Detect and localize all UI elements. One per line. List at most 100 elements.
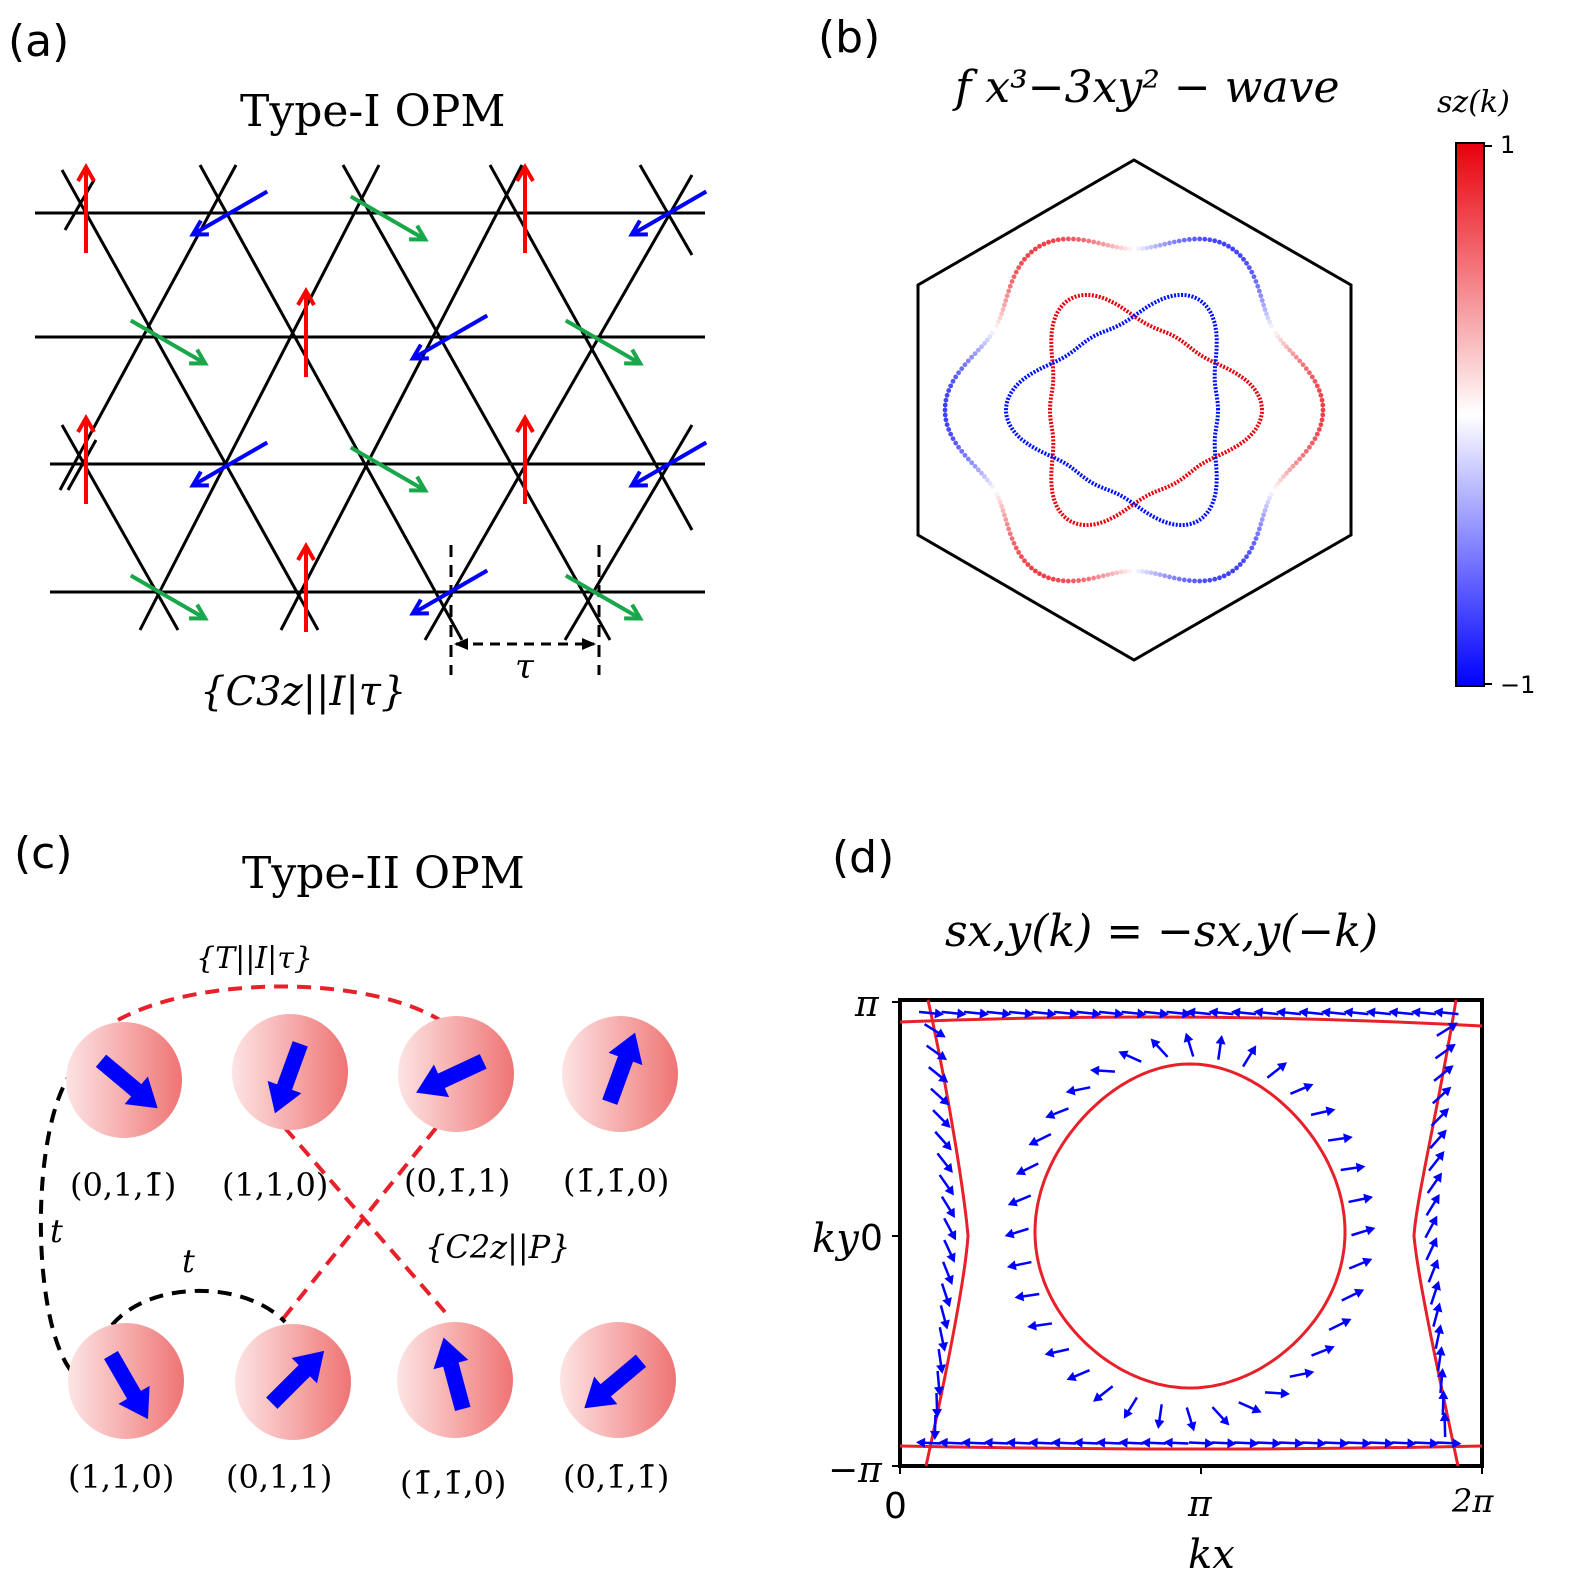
- coupling-lines: [38, 984, 447, 1374]
- spin-texture-arrow: [930, 1087, 950, 1106]
- spin-texture-arrow: [1411, 1007, 1437, 1018]
- spin-texture-arrow: [1327, 1133, 1353, 1144]
- spin-texture-arrow: [1429, 1129, 1447, 1150]
- spin-texture-arrow: [1015, 1162, 1039, 1176]
- spin-texture-arrow: [1264, 1388, 1290, 1399]
- c2z-p-symmetry-label: {C2z||P}: [425, 1228, 571, 1266]
- colorbar-min-label: −1: [1500, 671, 1535, 699]
- spin-green-arrow: [564, 573, 644, 621]
- spin-texture-arrow: [1006, 1260, 1032, 1271]
- spin-texture-arrow: [1027, 1320, 1053, 1331]
- spin-texture-arrow: [1348, 1257, 1373, 1270]
- spin-texture-arrow: [1044, 1347, 1070, 1358]
- tau-indicator: τ: [449, 545, 601, 687]
- site-label: (1,1,0): [222, 1166, 328, 1204]
- spin-texture-arrow: [1429, 1280, 1441, 1305]
- atoms-c: [66, 1014, 678, 1440]
- x-axis-label: kx: [1188, 1532, 1235, 1578]
- spin-up-arrow: [515, 162, 535, 253]
- spin-texture-arrow: [1066, 1369, 1091, 1382]
- panel-b-label: (b): [818, 12, 880, 63]
- spin-up-arrow: [76, 413, 96, 504]
- spin-up-arrow: [296, 541, 316, 632]
- x-tick-label: 0: [884, 1486, 907, 1527]
- spin-texture-arrow: [1298, 1007, 1324, 1018]
- spin-texture-arrow: [1121, 1008, 1147, 1019]
- spin-texture-arrow: [1231, 1007, 1257, 1018]
- hopping-t-left-label: t: [50, 1212, 63, 1250]
- spin-green-arrow: [349, 445, 429, 493]
- spin-texture-arrow: [983, 1437, 1009, 1448]
- colorbar-title: sz(k): [1437, 85, 1510, 120]
- c3z-symmetry-label: {C3z||I|τ}: [200, 669, 406, 715]
- x-tick-label: 2π: [1451, 1482, 1494, 1520]
- spin-texture-arrow: [1076, 1008, 1102, 1019]
- atom-bottom: [68, 1323, 184, 1439]
- spin-texture-arrow: [1123, 1396, 1139, 1419]
- site-label: (0,1̄,1): [404, 1162, 510, 1200]
- spin-texture-arrow: [963, 1008, 989, 1019]
- spin-texture-arrow: [934, 1130, 952, 1151]
- spin-texture-arrow: [1006, 1437, 1032, 1448]
- spin-texture-arrow: [941, 1261, 954, 1286]
- y-tick-label: 0: [860, 1218, 883, 1259]
- colorbar-gradient: [1455, 142, 1485, 687]
- spin-texture-arrow: [940, 1195, 955, 1218]
- spin-texture-arrow: [1008, 1008, 1034, 1019]
- spin-texture-arrow: [1426, 1172, 1443, 1194]
- spin-texture-arrow: [1436, 1438, 1462, 1449]
- spin-texture-arrow: [1424, 1215, 1438, 1239]
- hopping-t-bottom-label: t: [182, 1242, 195, 1280]
- spin-texture-arrow: [1433, 1007, 1459, 1018]
- spin-texture-arrow: [932, 1109, 951, 1128]
- spin-texture-arrow: [927, 1066, 949, 1083]
- spin-texture-arrow: [1096, 1437, 1122, 1448]
- spin-texture-arrow: [1434, 1324, 1444, 1350]
- top-row-labels: (0,1,1̄) (1,1,0) (0,1̄,1) (1̄,1̄,0): [70, 1162, 669, 1204]
- spin-texture-arrow: [934, 1370, 945, 1396]
- panel-a: (a) Type-I OPM: [8, 16, 708, 715]
- spin-texture-arrow: [1163, 1437, 1189, 1448]
- spin-texture-arrow: [1340, 1162, 1366, 1173]
- panel-c-label: (c): [14, 828, 73, 879]
- spin-texture-arrow: [1073, 1437, 1099, 1448]
- spin-texture-arrow: [1289, 1368, 1315, 1379]
- spin-texture-arrow: [1188, 1438, 1214, 1449]
- spin-texture-arrow: [1098, 1008, 1124, 1019]
- spin-texture-arrow: [1439, 1412, 1450, 1438]
- spin-blue-arrow: [628, 189, 708, 237]
- spin-texture-arrow: [1053, 1008, 1079, 1019]
- spin-texture-arrow: [941, 1008, 967, 1019]
- spin-texture-arrow: [1238, 1401, 1262, 1414]
- x-tick-label: π: [1187, 1484, 1213, 1525]
- panel-a-title: Type-I OPM: [240, 86, 505, 137]
- panel-b-title: f x³−3xy² − wave: [952, 62, 1340, 113]
- spin-texture-arrow: [1311, 1345, 1335, 1357]
- spin-texture-arrow: [916, 1437, 942, 1448]
- spin-texture-arrow: [1090, 1065, 1116, 1076]
- fermi-surfaces-b: [942, 236, 1326, 584]
- spin-texture-arrow: [1351, 1225, 1376, 1237]
- spin-texture-arrow: [1425, 1194, 1440, 1217]
- spin-green-arrow: [129, 318, 209, 366]
- spin-green-arrow: [564, 318, 644, 366]
- spin-texture-arrow: [1150, 1038, 1169, 1058]
- spin-texture-arrow: [1425, 1237, 1438, 1261]
- spin-texture-arrow: [1431, 1086, 1452, 1105]
- spin-texture-arrow: [1435, 1346, 1446, 1372]
- spin-texture-arrow: [1241, 1045, 1257, 1068]
- spin-texture-arrow: [1428, 1150, 1445, 1172]
- spin-texture-arrow: [1093, 1385, 1114, 1402]
- spin-texture-arrow: [925, 1044, 947, 1061]
- spin-texture-arrow: [1301, 1438, 1327, 1449]
- spin-texture-arrow: [1430, 1108, 1450, 1127]
- spin-blue-arrow: [628, 440, 708, 488]
- spin-texture-arrow: [1154, 1404, 1165, 1430]
- spin-texture-arrow: [1278, 1438, 1304, 1449]
- site-label: (1,1,0): [68, 1458, 174, 1496]
- spin-texture-arrow: [918, 1008, 944, 1019]
- spin-texture-arrow: [1413, 1438, 1439, 1449]
- atom-bottom: [235, 1324, 351, 1440]
- spin-texture-arrow: [1388, 1007, 1414, 1018]
- spin-texture-arrow: [1266, 1062, 1287, 1079]
